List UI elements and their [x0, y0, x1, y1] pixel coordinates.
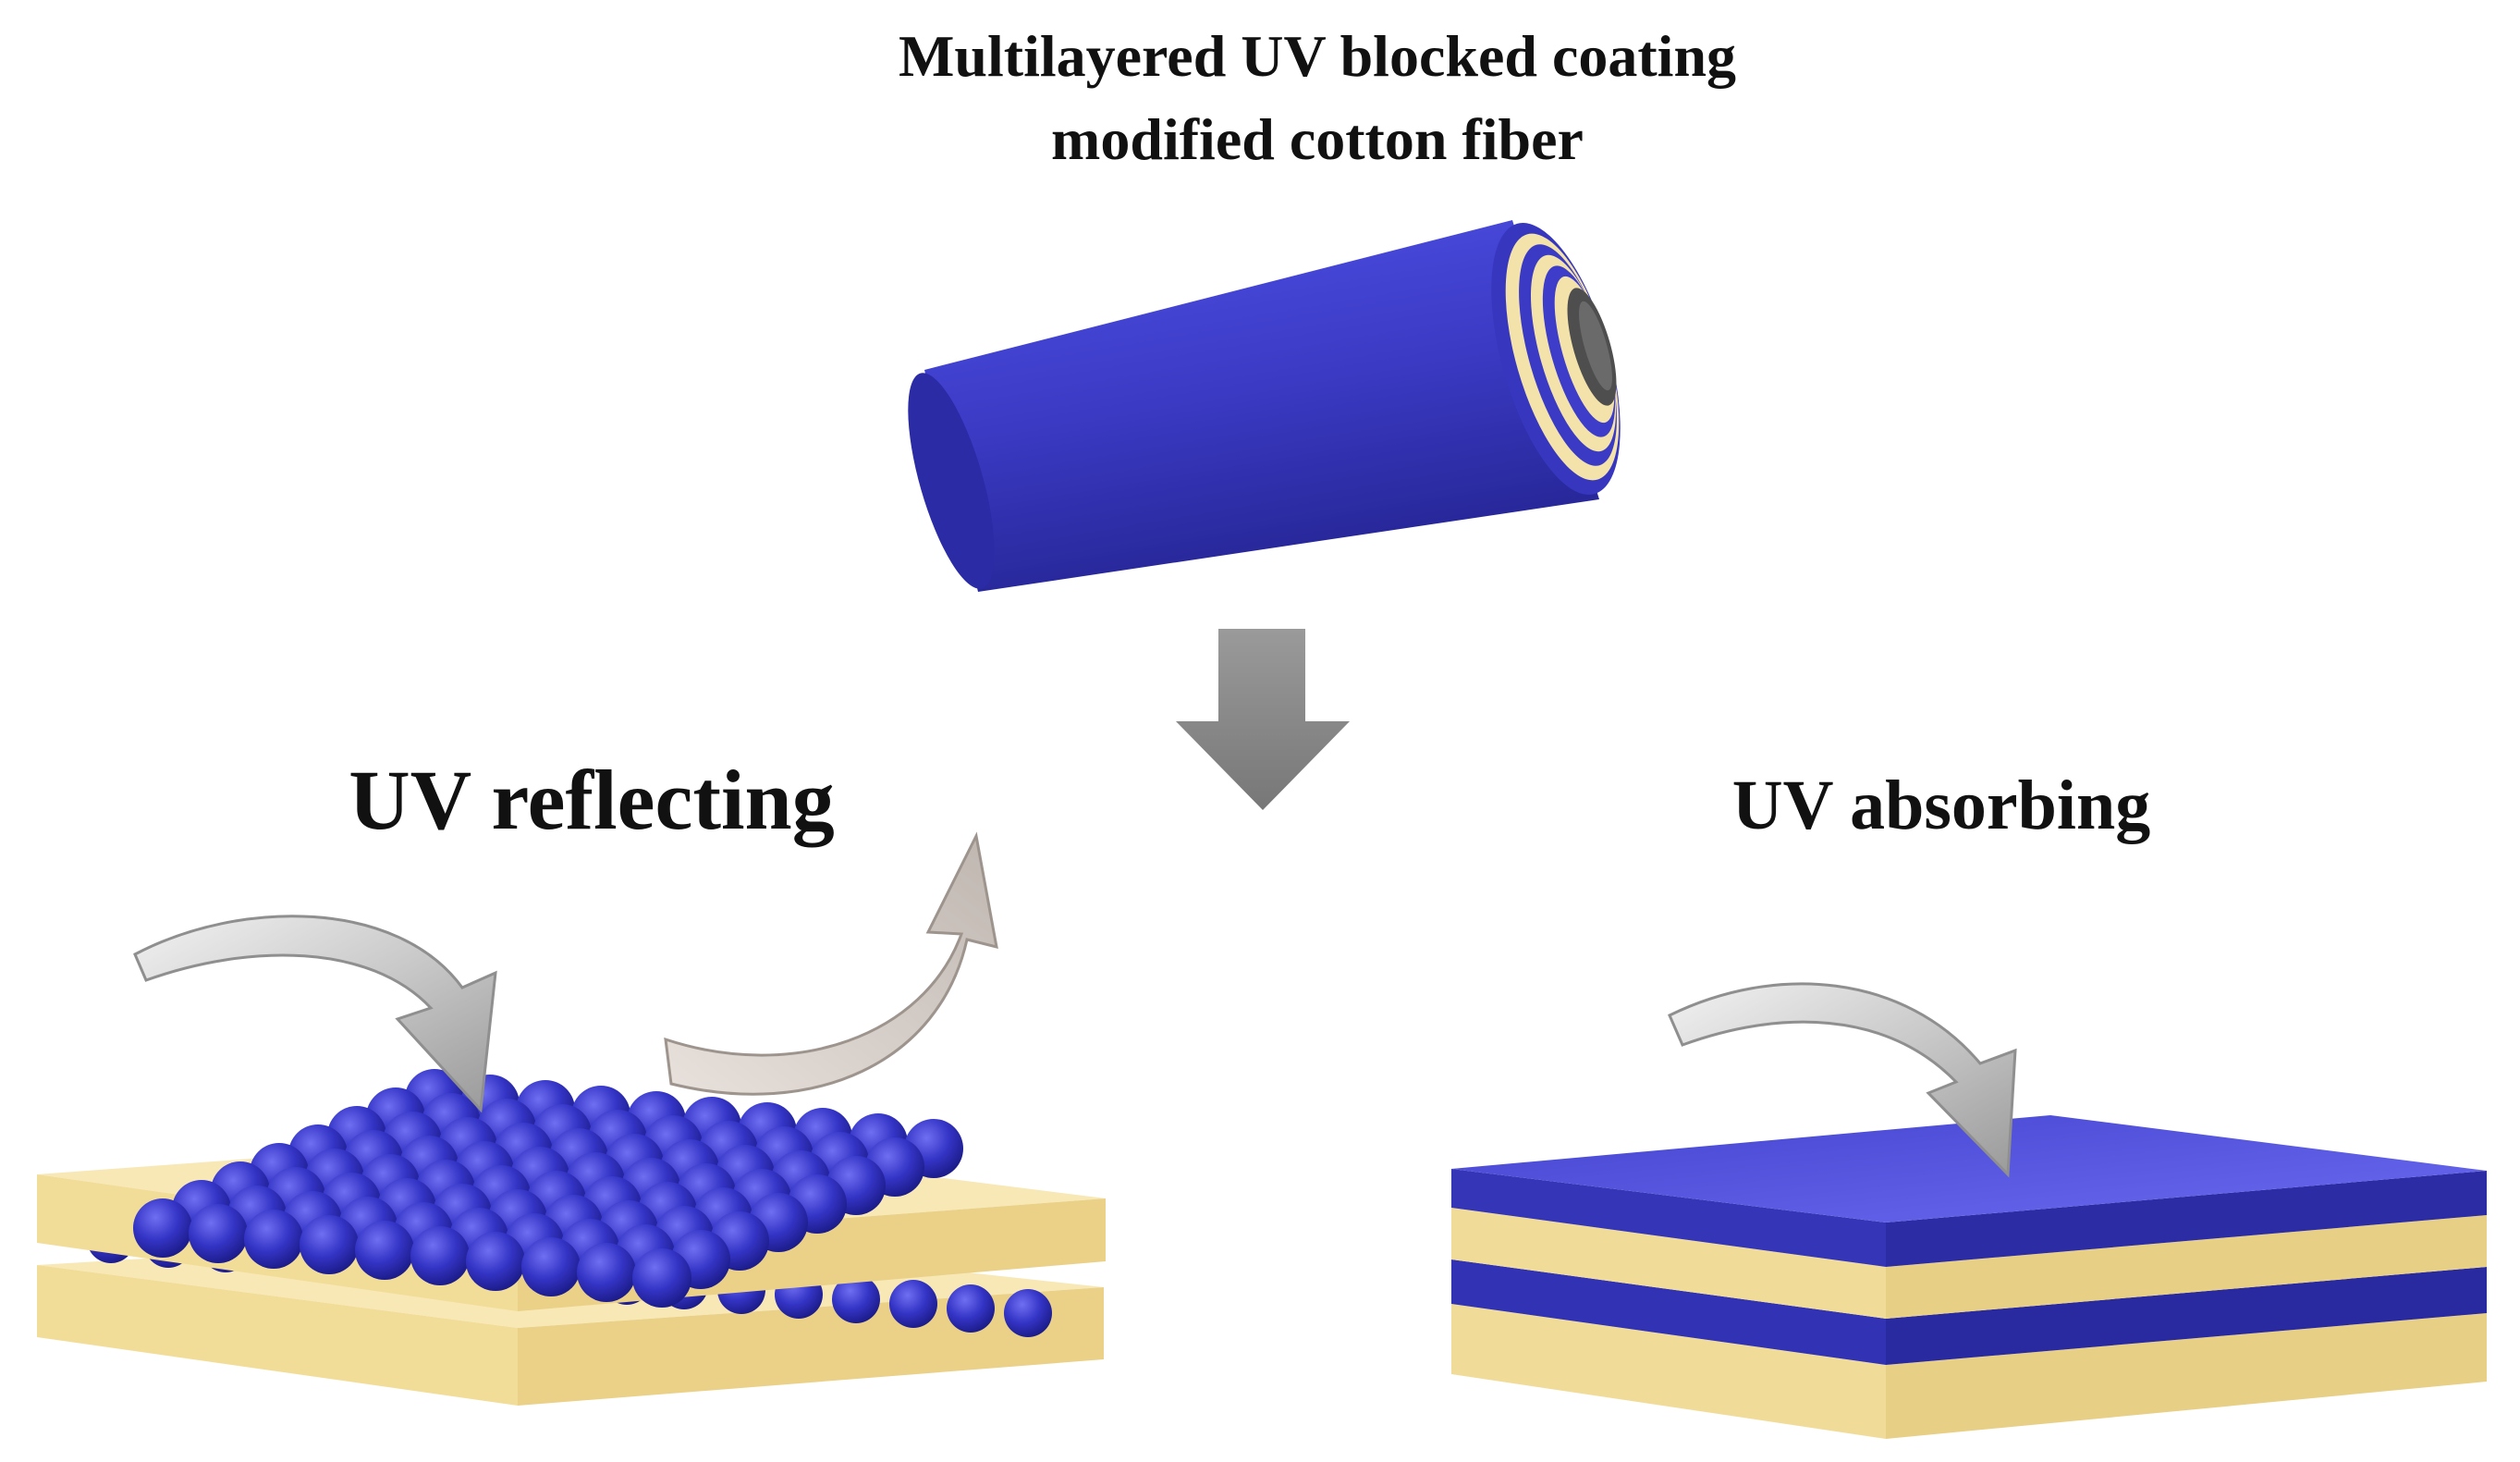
- particle-sphere: [133, 1198, 192, 1258]
- particle-sphere: [244, 1210, 303, 1269]
- particle-sphere: [355, 1221, 414, 1280]
- reflected-uv-arrow-icon: [666, 836, 997, 1094]
- particle-sphere: [300, 1215, 359, 1274]
- label-uv-absorbing: UV absorbing: [1732, 767, 2151, 844]
- particle-sphere: [521, 1237, 581, 1296]
- uv-absorbing-structure: [1451, 1115, 2487, 1439]
- particle-sphere: [410, 1226, 470, 1285]
- particle-sphere: [577, 1243, 636, 1302]
- title-line-2: modified cotton fiber: [1051, 106, 1584, 172]
- title-line-1: Multilayered UV blocked coating: [899, 23, 1736, 89]
- particle-sphere: [889, 1280, 937, 1328]
- label-uv-reflecting: UV reflecting: [349, 753, 834, 847]
- particle-sphere: [1004, 1289, 1052, 1337]
- uv-reflecting-structure: [37, 1069, 1106, 1406]
- down-arrow-icon: [1176, 629, 1350, 810]
- particle-sphere: [466, 1232, 525, 1291]
- coated-cotton-fiber: [890, 209, 1646, 597]
- particle-sphere: [189, 1204, 248, 1263]
- particle-sphere: [947, 1284, 995, 1333]
- particle-sphere: [632, 1248, 691, 1308]
